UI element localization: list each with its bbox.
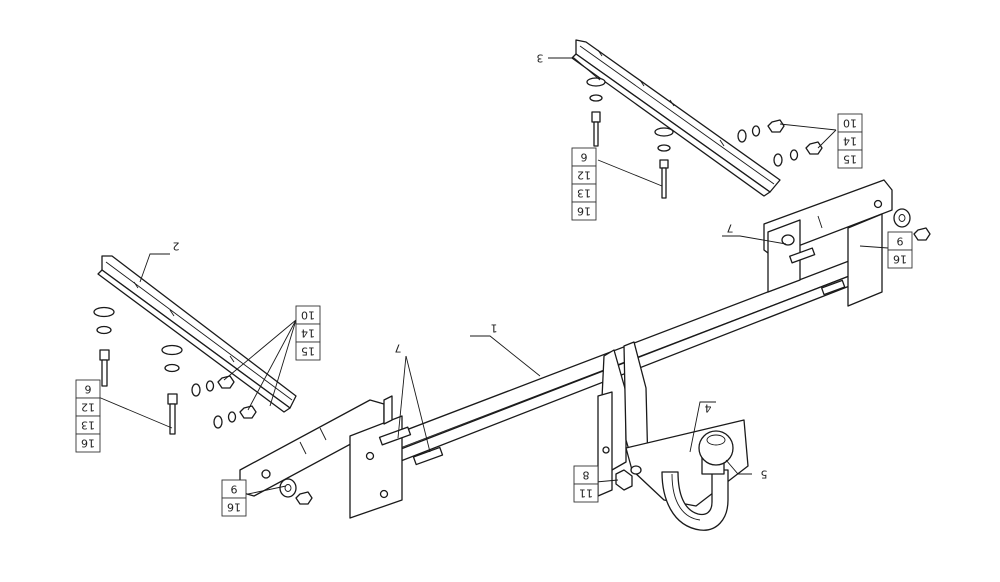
svg-text:10: 10 xyxy=(843,117,857,130)
bolts-7-left xyxy=(378,426,444,466)
svg-text:16: 16 xyxy=(227,501,241,514)
svg-text:14: 14 xyxy=(301,327,315,340)
callout-9-left: 9 16 xyxy=(221,479,247,517)
towball-assembly xyxy=(661,430,734,531)
callout-7-right: 7 xyxy=(727,222,734,235)
nut-set-top xyxy=(737,119,823,167)
svg-text:12: 12 xyxy=(81,401,95,414)
svg-text:16: 16 xyxy=(577,205,591,218)
callout-5: 5 xyxy=(761,468,768,481)
svg-text:9: 9 xyxy=(231,483,238,496)
bracket-2 xyxy=(97,255,297,413)
svg-text:10: 10 xyxy=(301,309,315,322)
callout-4: 4 xyxy=(705,402,712,415)
svg-text:6: 6 xyxy=(581,151,588,164)
leader-lines xyxy=(95,57,889,495)
callout-6-top: 6 12 13 16 xyxy=(571,147,597,221)
svg-text:15: 15 xyxy=(301,345,315,358)
svg-text:7: 7 xyxy=(727,222,734,235)
washer-nut-right xyxy=(893,208,931,241)
nut-set-left xyxy=(191,375,257,429)
callout-6-left: 6 12 13 16 xyxy=(75,379,101,453)
callout-3: 3 xyxy=(537,52,544,65)
bolt-set-top xyxy=(586,77,674,199)
svg-text:4: 4 xyxy=(705,402,712,415)
svg-text:8: 8 xyxy=(583,469,590,482)
callout-2: 2 xyxy=(173,240,180,253)
callout-8: 8 11 xyxy=(573,465,599,503)
bracket-3 xyxy=(571,39,781,197)
callout-labels: 3 6 12 13 16 10 14 15 7 xyxy=(75,52,913,517)
svg-text:9: 9 xyxy=(897,235,904,248)
svg-text:12: 12 xyxy=(577,169,591,182)
callout-10-top: 10 14 15 xyxy=(837,113,863,169)
washer-nut-left xyxy=(279,478,313,505)
svg-text:1: 1 xyxy=(491,322,498,335)
bolts-7-right xyxy=(781,234,846,296)
svg-text:2: 2 xyxy=(173,240,180,253)
bolt-set-left xyxy=(93,306,183,435)
svg-text:13: 13 xyxy=(577,187,591,200)
svg-text:16: 16 xyxy=(81,437,95,450)
svg-text:3: 3 xyxy=(537,52,544,65)
left-mount-plate xyxy=(239,395,403,519)
callout-7-left: 7 xyxy=(395,342,402,355)
callout-10-left: 10 14 15 xyxy=(295,305,321,361)
svg-text:11: 11 xyxy=(579,487,593,500)
nuts-8-11 xyxy=(615,465,642,491)
svg-text:6: 6 xyxy=(85,383,92,396)
callout-1: 1 xyxy=(491,322,498,335)
svg-text:13: 13 xyxy=(81,419,95,432)
callout-9-right: 9 16 xyxy=(887,231,913,269)
svg-text:7: 7 xyxy=(395,342,402,355)
svg-text:5: 5 xyxy=(761,468,768,481)
svg-text:14: 14 xyxy=(843,135,857,148)
svg-text:16: 16 xyxy=(893,253,907,266)
svg-text:15: 15 xyxy=(843,153,857,166)
right-mount-plate xyxy=(763,179,893,307)
